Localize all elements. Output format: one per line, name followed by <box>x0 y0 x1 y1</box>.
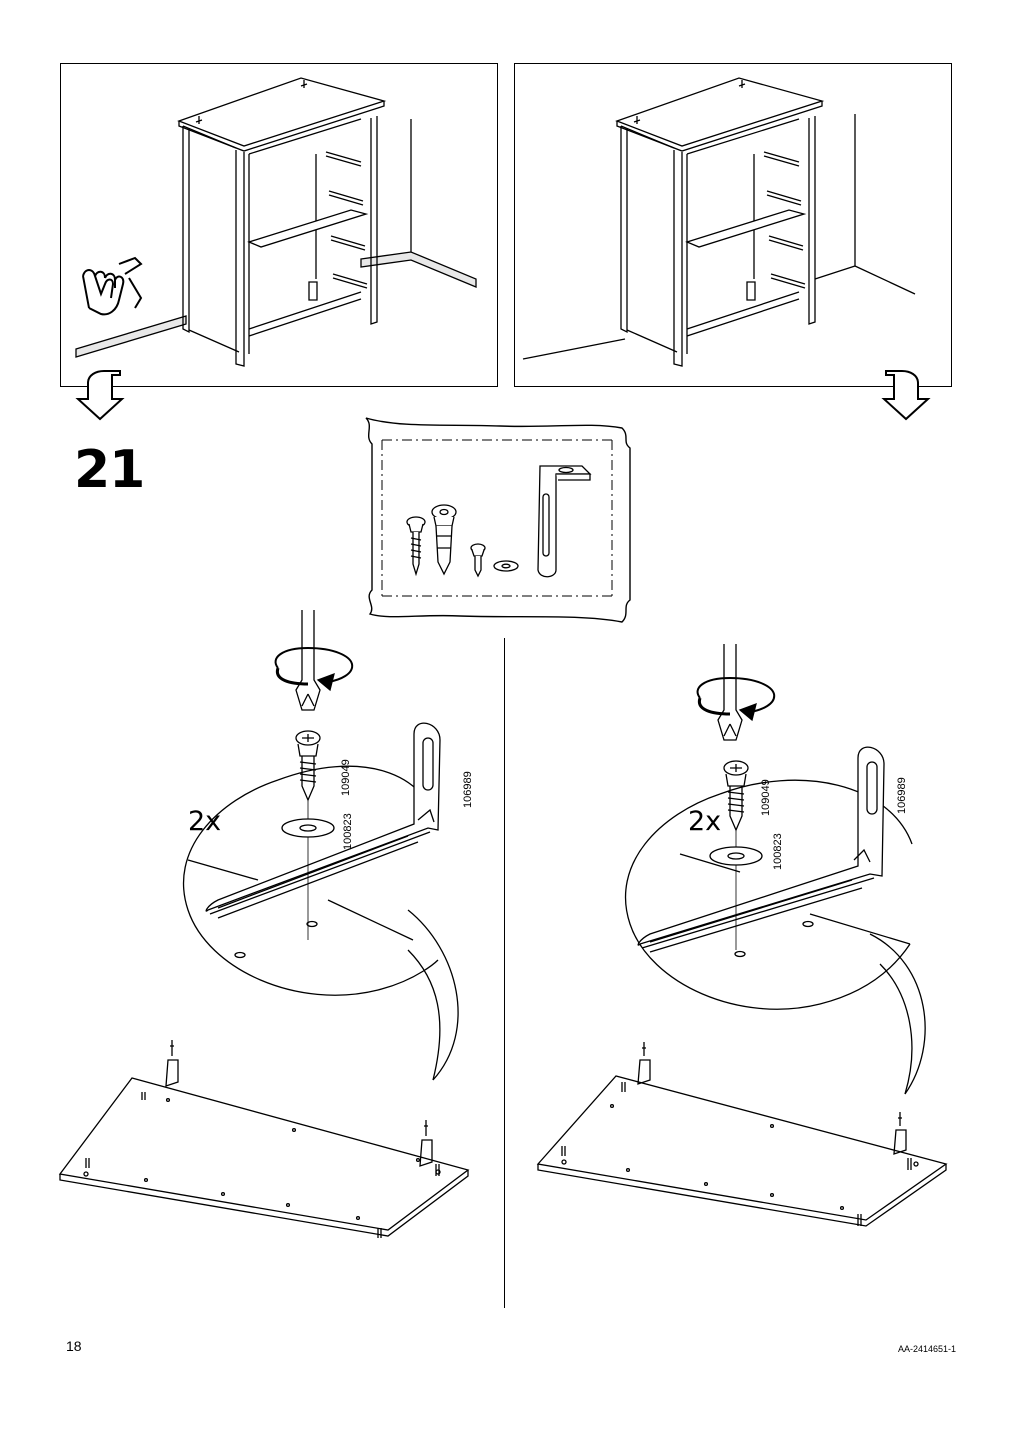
document-code: AA-2414651-1 <box>898 1344 957 1354</box>
quantity-label-left: 2x <box>188 806 222 837</box>
scenario-panel-skirting <box>60 63 498 387</box>
washer-part-number-right: 100823 <box>772 833 784 870</box>
scenario-panel-plain-wall <box>514 63 952 387</box>
wall-plug-icon <box>432 505 456 574</box>
screw-part-number-left: 109049 <box>340 759 352 796</box>
screw-long-icon <box>407 517 425 574</box>
rotate-clockwise-icon <box>276 648 353 682</box>
washer-part-number-left: 100823 <box>342 813 354 850</box>
bracket-icon <box>538 466 590 577</box>
quantity-label-right: 2x <box>688 806 722 837</box>
bracket-part-number-left: 106989 <box>462 771 474 808</box>
parts-bag <box>360 414 636 628</box>
step-number: 21 <box>74 440 145 500</box>
board-left <box>58 1040 478 1200</box>
screw-part-number-right: 109049 <box>760 779 772 816</box>
assembly-detail-left <box>178 610 508 1050</box>
hand-knock-icon <box>75 254 155 324</box>
divider-line <box>504 638 506 1308</box>
page-number: 18 <box>66 1338 82 1354</box>
bracket-part-number-right: 106989 <box>896 777 908 814</box>
dresser-illustration-right <box>515 64 951 386</box>
arrow-down-right-icon <box>872 365 932 425</box>
board-right <box>536 1050 956 1210</box>
washer-icon <box>494 561 518 571</box>
arrow-down-left-icon <box>74 365 134 425</box>
screw-short-icon <box>471 544 485 576</box>
dresser-illustration-left <box>61 64 497 386</box>
assembly-detail-right <box>620 644 950 1084</box>
